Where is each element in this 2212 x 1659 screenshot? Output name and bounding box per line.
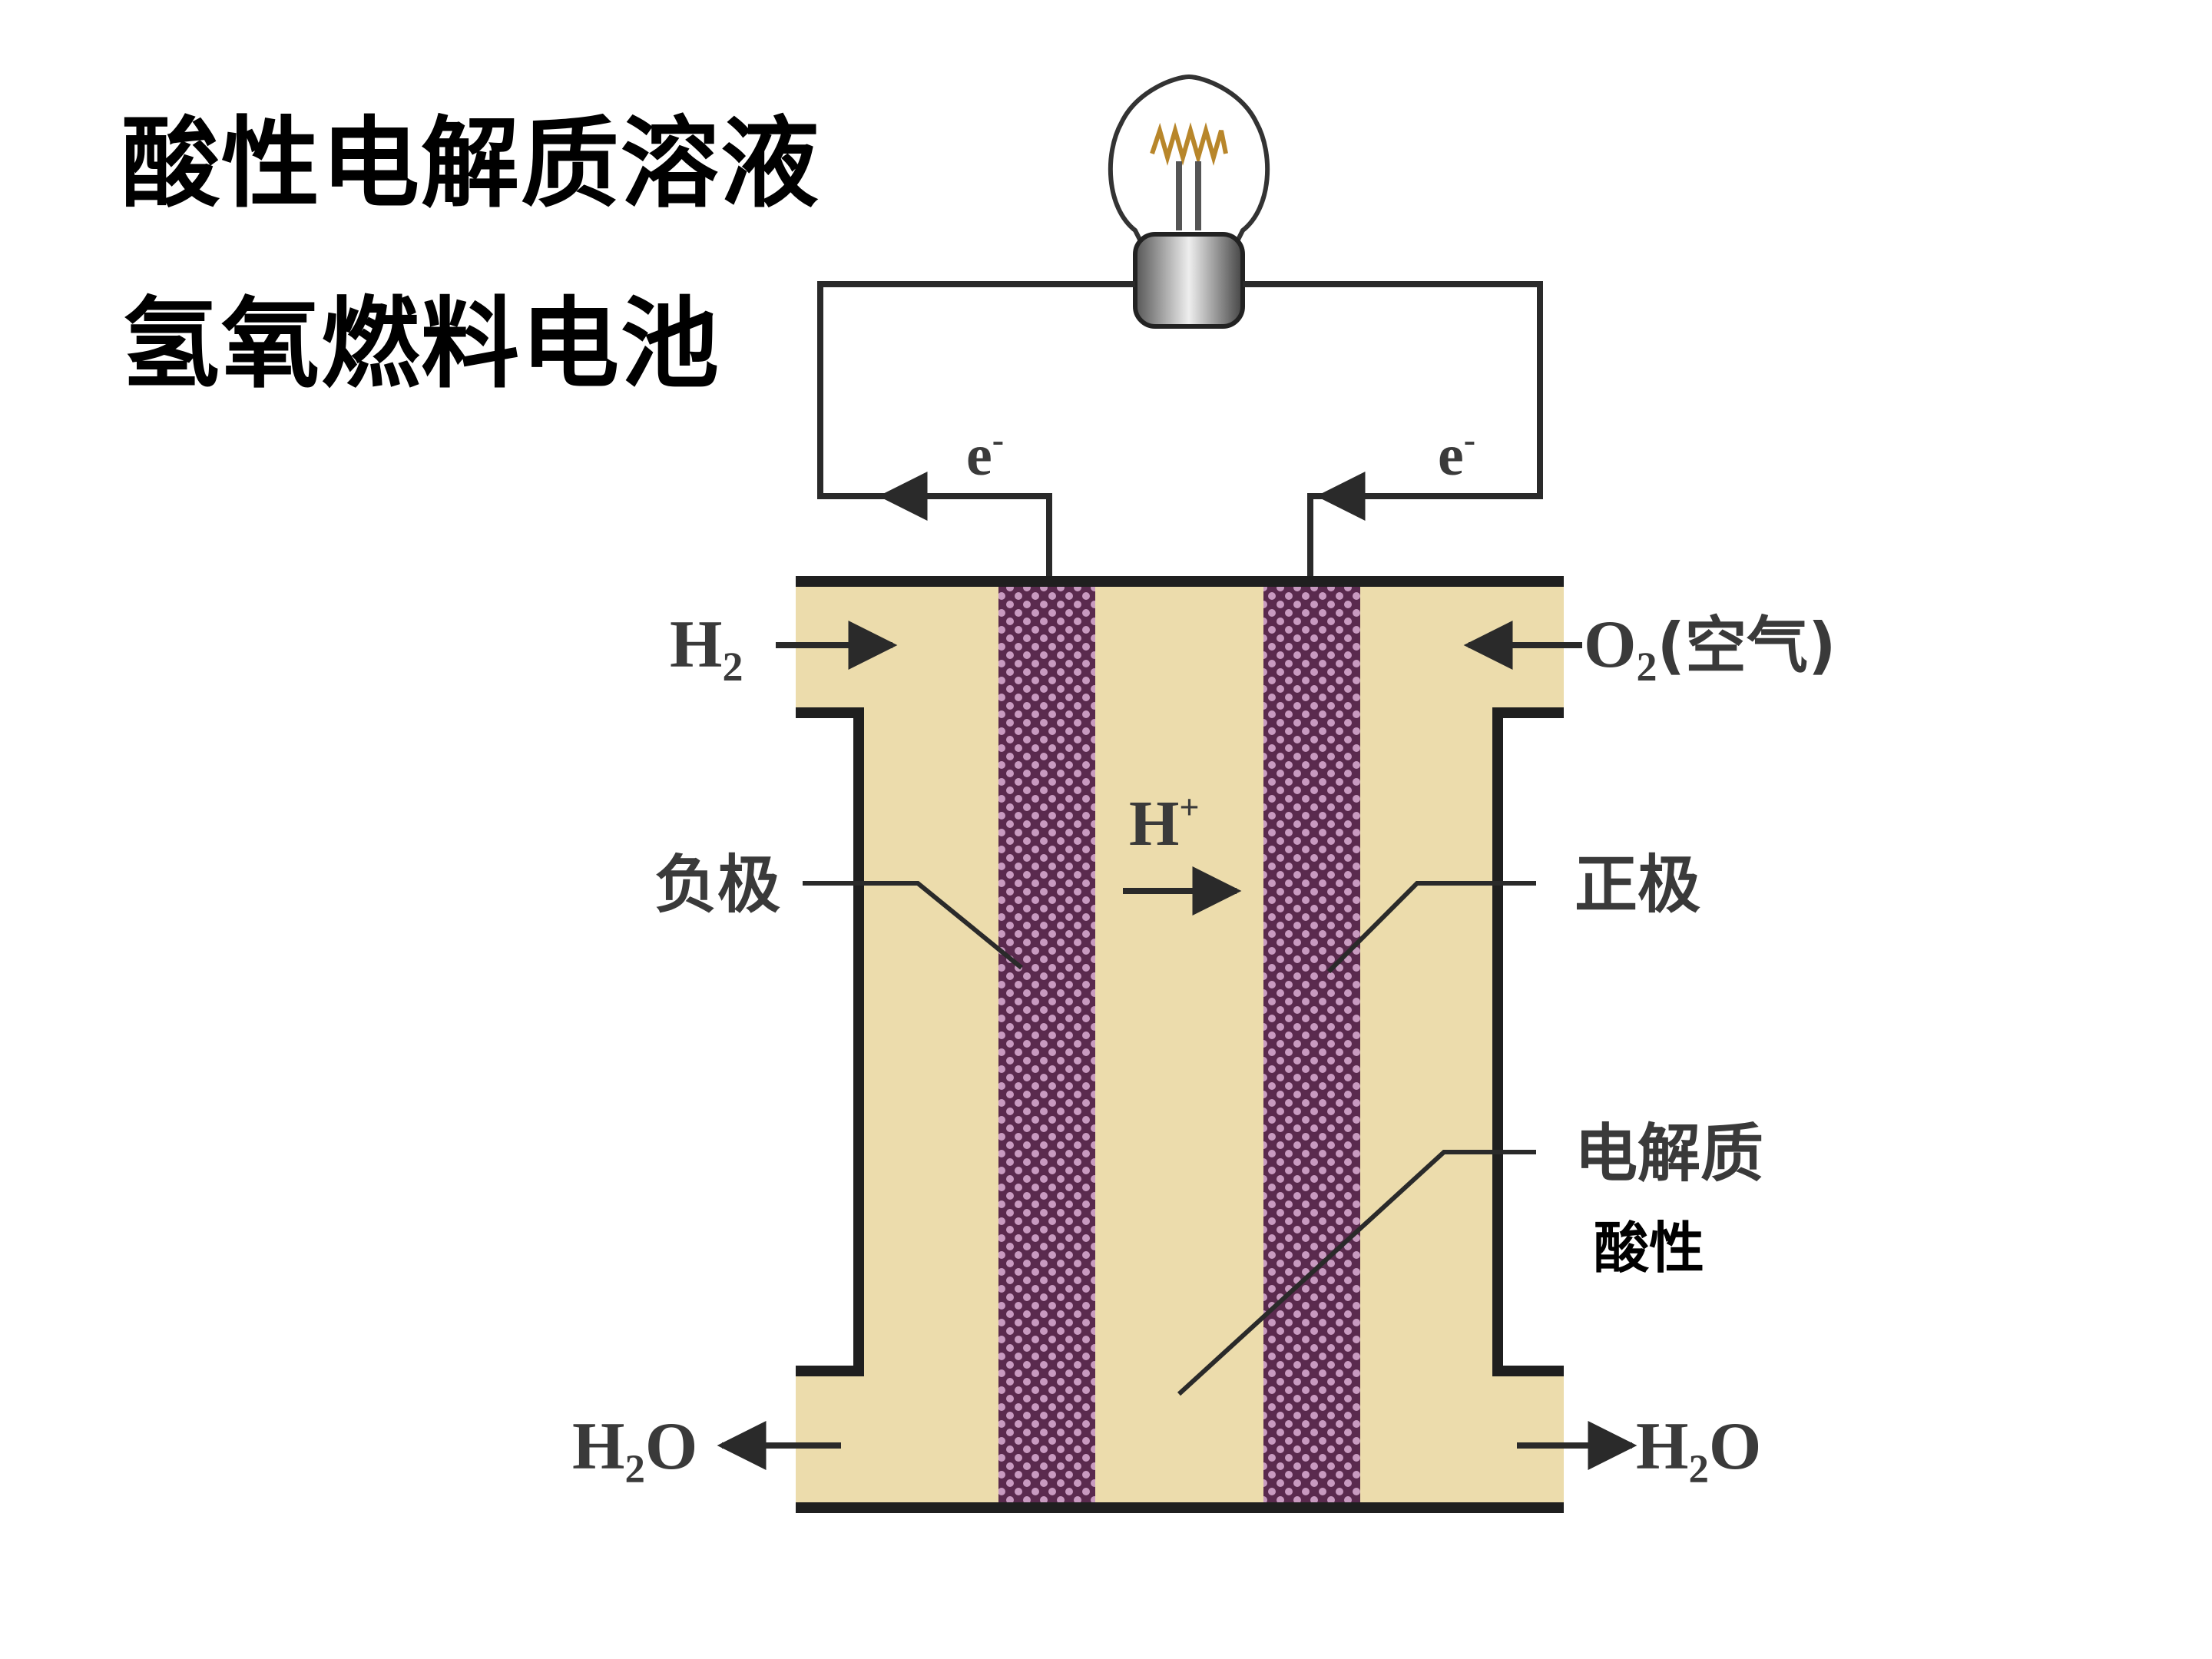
title-line-2: 氢氧燃料电池 [121,287,721,402]
light-bulb-icon [1108,74,1270,329]
h2-inlet-label: H2 [670,608,743,690]
external-circuit [817,281,1543,580]
electrolyte-label: 电解质 [1575,1118,1763,1190]
title-line-1: 酸性电解质溶液 [121,107,821,221]
water-out-label-right: H₂O [1636,1409,1761,1484]
anode-electrode [998,584,1095,1505]
anode-label: 负极 [654,849,780,922]
electron-label-left: e- [966,420,1004,488]
o2-inlet-label: O2(空气) [1584,608,1836,690]
cathode-electrode [1263,584,1360,1505]
electrolyte-acidity-note: 酸性 [1594,1216,1704,1280]
cell-body [796,580,1564,1509]
cell-outline [796,576,1564,1513]
leader-lines [803,881,1536,1396]
electron-label-right: e- [1438,420,1475,488]
cathode-label: 正极 [1575,849,1700,922]
proton-label: H+ [1129,787,1200,859]
water-out-label-left: H₂O [572,1409,697,1484]
